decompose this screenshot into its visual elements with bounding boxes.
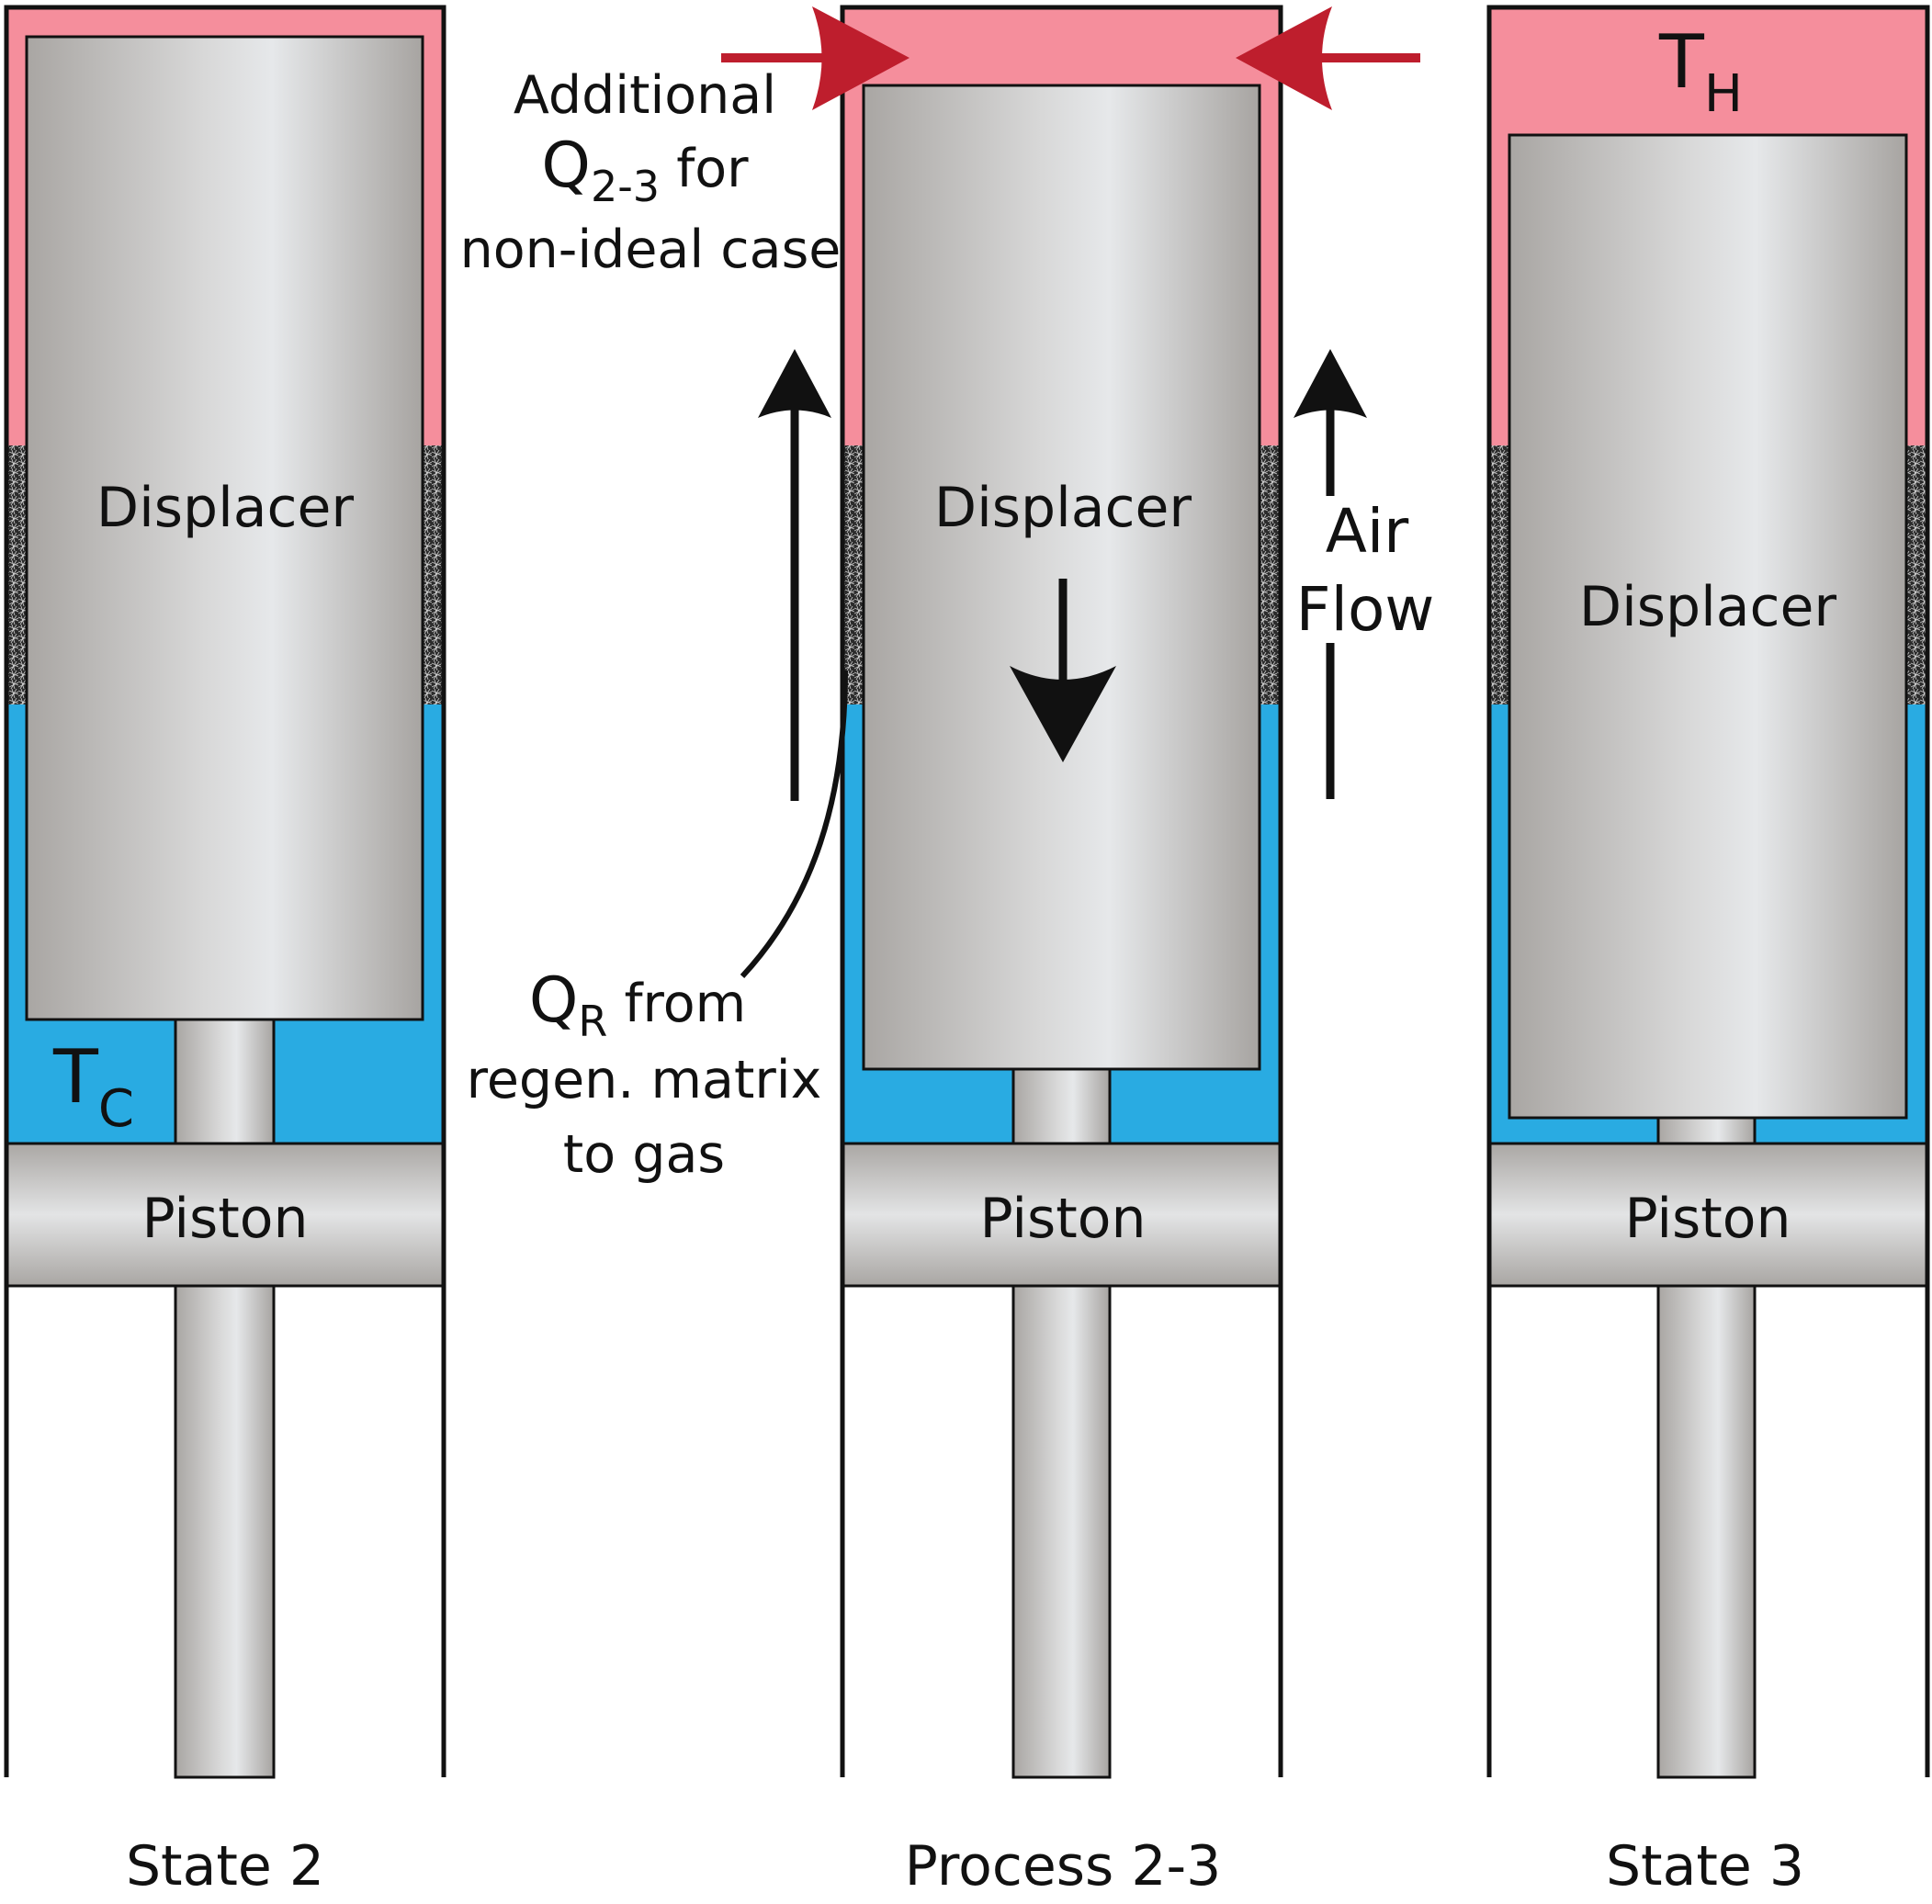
regenerator-heat-annotation: QR from regen. matrix to gas [467,670,848,1185]
state-3-caption: State 3 [1606,1834,1804,1898]
state-2-cylinder: Displacer TC Piston State 2 [4,5,446,1898]
piston-label: Piston [1624,1187,1791,1251]
cylinder-wall [1486,5,1930,1777]
regen-note-line-1: QR from [529,964,746,1046]
hot-temperature-label: TH [1658,19,1743,124]
regen-note-line-3: to gas [563,1124,725,1185]
regen-note-line-2: regen. matrix [467,1050,822,1110]
piston [1487,1142,1929,1288]
cold-temperature-label: TC [52,1034,134,1139]
displacer [1508,133,1908,1120]
process-2-3-cylinder: Displacer Piston Process 2-3 [840,5,1283,1898]
displacer-rod [1011,1067,1112,1145]
cylinder-wall [4,5,446,1777]
piston-rod [1011,1284,1112,1779]
air-flow-label-line-2: Flow [1296,574,1435,645]
heat-input-left-arrow-icon [721,6,910,110]
state-3-cylinder: TH Displacer Piston State 3 [1486,5,1930,1898]
piston-rod [174,1284,276,1779]
heat-input-right-arrow-icon [1236,6,1420,110]
air-flow-left-arrow-icon [758,349,831,801]
displacer [25,35,424,1021]
heat-note-line-2: Q2-3 for [541,130,749,211]
displacer-down-arrow-icon [1010,579,1116,762]
air-flow-right-arrow-icon [1294,349,1367,799]
displacer-label: Displacer [96,476,355,540]
displacer-rod [174,1018,276,1145]
piston-label: Piston [979,1187,1146,1251]
displacer-label: Displacer [1579,575,1837,639]
leader-line [740,670,848,979]
displacer [862,84,1261,1071]
piston-label: Piston [141,1187,308,1251]
displacer-label: Displacer [934,476,1192,540]
piston-rod [1656,1284,1757,1779]
process-2-3-caption: Process 2-3 [905,1834,1222,1898]
additional-heat-annotation: Additional Q2-3 for non-ideal case [460,65,842,280]
heat-note-line-1: Additional [514,65,776,126]
state-2-caption: State 2 [126,1834,324,1898]
heat-note-line-3: non-ideal case [460,220,842,280]
air-flow-label-line-1: Air [1326,496,1409,567]
displacer-rod [1656,1116,1757,1145]
cylinder-wall [840,5,1283,1777]
